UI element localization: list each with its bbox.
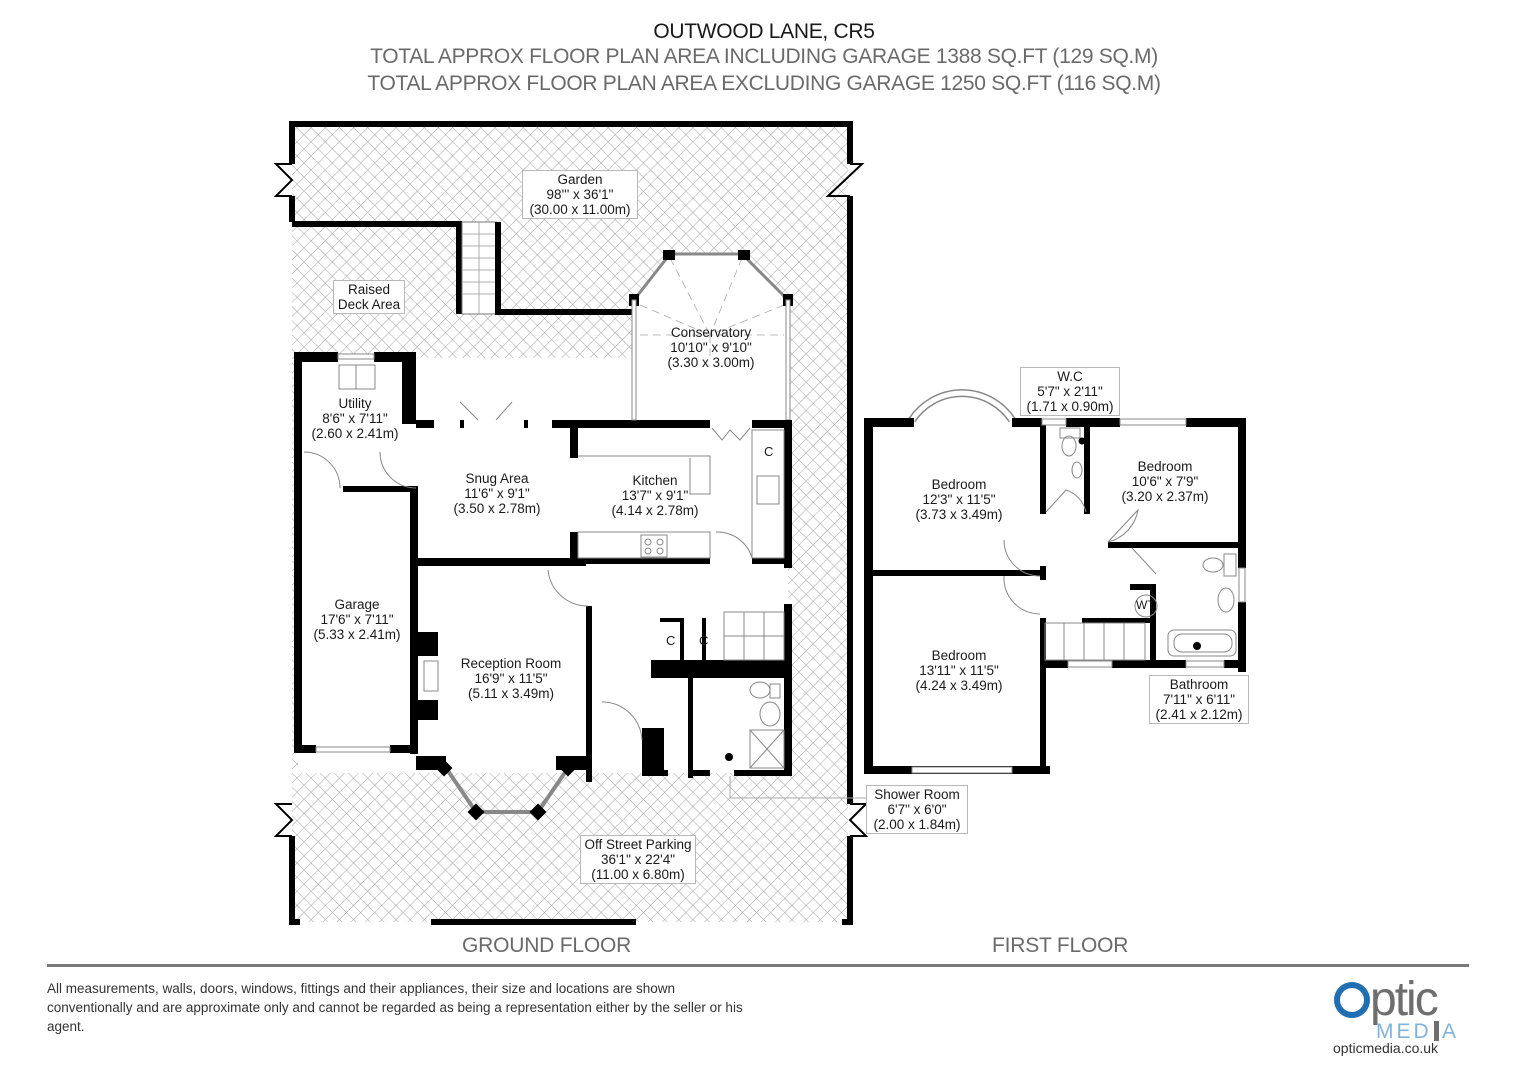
garage-label: Garage 17'6" x 7'11" (5.33 x 2.41m) bbox=[300, 596, 414, 643]
disclaimer-text: All measurements, walls, doors, windows,… bbox=[47, 981, 743, 1034]
room-metric: (4.24 x 3.49m) bbox=[915, 678, 1003, 693]
cupboard-mark-understairs: C bbox=[699, 633, 709, 648]
room-name: W.C bbox=[1057, 369, 1083, 384]
bedroom-front-label: Bedroom 12'3" x 11'5" (3.73 x 3.49m) bbox=[906, 476, 1012, 523]
bathroom-label: Bathroom 7'11" x 6'11" (2.41 x 2.12m) bbox=[1149, 675, 1249, 724]
room-name: Garden bbox=[557, 172, 603, 187]
room-imperial: 11'6" x 9'1" bbox=[464, 486, 530, 501]
room-name: Bathroom bbox=[1169, 677, 1229, 692]
room-name: Bedroom bbox=[1137, 459, 1193, 474]
room-metric: (3.30 x 3.00m) bbox=[667, 355, 755, 370]
water-tank-mark: WT bbox=[1136, 598, 1155, 612]
room-imperial: 10'10" x 9'10" bbox=[670, 340, 752, 355]
svg-text:ptic: ptic bbox=[1370, 978, 1438, 1026]
kitchen-label: Kitchen 13'7" x 9'1" (4.14 x 2.78m) bbox=[596, 472, 714, 519]
plan-title: OUTWOOD LANE, CR5 bbox=[653, 20, 875, 43]
room-imperial: 5'7" x 2'11" bbox=[1037, 384, 1103, 399]
room-name: Bedroom bbox=[931, 648, 987, 663]
room-metric: (3.50 x 2.78m) bbox=[453, 501, 541, 516]
room-metric: (2.41 x 2.12m) bbox=[1155, 707, 1243, 722]
snug-area-label: Snug Area 11'6" x 9'1" (3.50 x 2.78m) bbox=[440, 470, 554, 517]
room-name: Snug Area bbox=[465, 471, 529, 486]
optic-media-logo: ptic MED A bbox=[1334, 978, 1456, 1043]
first-floor-fittings bbox=[1003, 427, 1237, 661]
room-imperial: 12'3" x 11'5" bbox=[922, 492, 996, 507]
reception-room-label: Reception Room 16'9" x 11'5" (5.11 x 3.4… bbox=[446, 655, 576, 702]
room-metric: (5.11 x 3.49m) bbox=[467, 686, 555, 701]
room-name: Kitchen bbox=[632, 473, 678, 488]
room-imperial: 13'11" x 11'5" bbox=[919, 663, 999, 678]
logo-o-icon bbox=[1334, 982, 1370, 1018]
room-imperial: 36'1" x 22'4" bbox=[600, 852, 676, 867]
room-name: Utility bbox=[338, 396, 372, 411]
room-metric: (4.14 x 2.78m) bbox=[611, 503, 699, 518]
room-name: Conservatory bbox=[670, 325, 752, 340]
room-metric: (3.20 x 2.37m) bbox=[1121, 489, 1209, 504]
room-metric: (30.00 x 11.00m) bbox=[529, 202, 631, 217]
room-metric: (5.33 x 2.41m) bbox=[313, 627, 401, 642]
room-metric: (2.00 x 1.84m) bbox=[873, 817, 961, 832]
svg-text:A: A bbox=[1442, 1020, 1456, 1043]
shower-room-soil-stack-icon bbox=[725, 753, 733, 761]
raised-deck-label: Raised Deck Area bbox=[333, 280, 405, 314]
first-floor-walls bbox=[864, 389, 1246, 774]
cupboard-mark-kitchen: C bbox=[764, 444, 774, 459]
room-name: Reception Room bbox=[460, 656, 562, 671]
room-name: Bedroom bbox=[931, 477, 987, 492]
conservatory-label: Conservatory 10'10" x 9'10" (3.30 x 3.00… bbox=[656, 324, 766, 371]
bathroom-soil-stack-icon bbox=[1193, 642, 1201, 650]
footer-divider bbox=[47, 964, 1469, 967]
room-imperial: 16'9" x 11'5" bbox=[474, 671, 548, 686]
off-street-parking-label: Off Street Parking 36'1" x 22'4" (11.00 … bbox=[580, 835, 696, 884]
wc-label: W.C 5'7" x 2'11" (1.71 x 0.90m) bbox=[1020, 367, 1120, 416]
reception-bay-window bbox=[435, 759, 577, 821]
room-imperial: 98''' x 36'1" bbox=[546, 187, 614, 202]
room-name: Shower Room bbox=[874, 787, 960, 802]
room-metric: (1.71 x 0.90m) bbox=[1026, 399, 1114, 414]
bedroom-rear-label: Bedroom 13'11" x 11'5" (4.24 x 3.49m) bbox=[906, 647, 1012, 694]
shower-room-label: Shower Room 6'7" x 6'0" (2.00 x 1.84m) bbox=[866, 785, 968, 834]
room-name: Deck Area bbox=[337, 297, 401, 312]
kitchen-fittings bbox=[303, 364, 866, 799]
ground-floor-label: GROUND FLOOR bbox=[462, 934, 632, 957]
first-floor-label: FIRST FLOOR bbox=[992, 934, 1129, 957]
room-imperial: 13'7" x 9'1" bbox=[621, 488, 689, 503]
svg-text:MED: MED bbox=[1376, 1020, 1432, 1043]
room-imperial: 6'7" x 6'0" bbox=[887, 802, 947, 817]
room-name: Raised bbox=[347, 282, 391, 297]
room-imperial: 10'6" x 7'9" bbox=[1131, 474, 1199, 489]
room-metric: (2.60 x 2.41m) bbox=[311, 426, 399, 441]
room-metric: (3.73 x 3.49m) bbox=[915, 507, 1003, 522]
room-name: Off Street Parking bbox=[584, 837, 692, 852]
ground-floor-walls bbox=[294, 299, 792, 782]
room-imperial: 17'6" x 7'11" bbox=[320, 612, 394, 627]
garden-label: Garden 98''' x 36'1" (30.00 x 11.00m) bbox=[522, 170, 638, 219]
area-excluding-garage: TOTAL APPROX FLOOR PLAN AREA EXCLUDING G… bbox=[367, 72, 1161, 95]
room-metric: (11.00 x 6.80m) bbox=[591, 867, 685, 882]
wc-soil-stack-icon bbox=[1078, 437, 1086, 445]
area-including-garage: TOTAL APPROX FLOOR PLAN AREA INCLUDING G… bbox=[370, 45, 1158, 68]
bedroom-small-label: Bedroom 10'6" x 7'9" (3.20 x 2.37m) bbox=[1112, 458, 1218, 505]
utility-label: Utility 8'6" x 7'11" (2.60 x 2.41m) bbox=[300, 395, 410, 442]
cupboard-mark-hall: C bbox=[666, 633, 676, 648]
room-name: Garage bbox=[334, 597, 380, 612]
logo-url[interactable]: opticmedia.co.uk bbox=[1333, 1040, 1439, 1056]
room-imperial: 8'6" x 7'11" bbox=[322, 411, 388, 426]
room-imperial: 7'11" x 6'11" bbox=[1162, 692, 1236, 707]
